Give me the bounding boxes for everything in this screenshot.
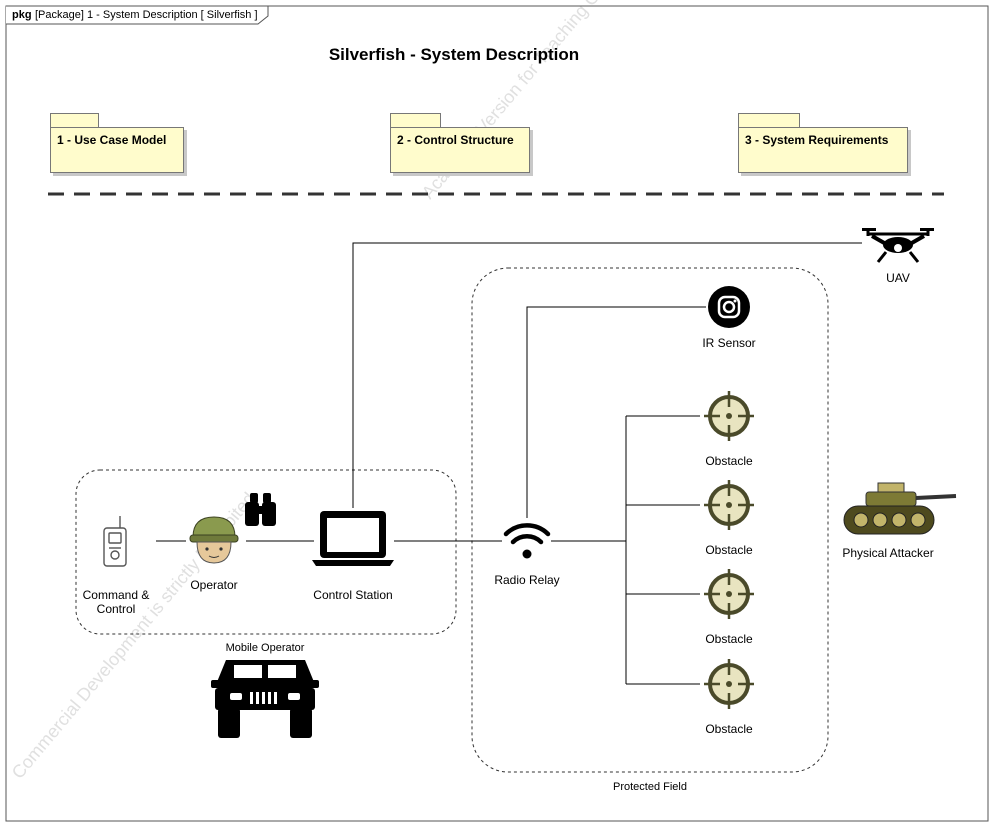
binoculars-icon xyxy=(245,493,276,526)
package-name: 1 - Use Case Model xyxy=(57,133,167,147)
link-relay-ir xyxy=(526,306,706,518)
uav-label: UAV xyxy=(886,271,910,285)
protected-field-boundary xyxy=(471,267,829,773)
connectors xyxy=(156,242,862,685)
walkie-talkie-icon xyxy=(103,516,127,567)
mobile-operator-boundary xyxy=(75,469,457,635)
frame-border xyxy=(5,5,989,822)
command-control-label-line1: Command & xyxy=(83,588,150,602)
target-icon-1 xyxy=(704,391,754,441)
physical-attacker-label: Physical Attacker xyxy=(842,546,933,560)
package-tab xyxy=(738,113,800,128)
package-tab xyxy=(50,113,99,128)
tank-icon xyxy=(843,482,957,535)
protected-field-label: Protected Field xyxy=(613,781,687,793)
target-icon-2 xyxy=(704,480,754,530)
link-station-uav xyxy=(352,242,862,508)
operator-label: Operator xyxy=(190,578,237,592)
obstacle-icons xyxy=(704,391,754,709)
radio-relay-label: Radio Relay xyxy=(494,573,559,587)
vehicle-icon xyxy=(211,660,319,738)
package-body: 2 - Control Structure xyxy=(390,127,530,173)
obstacle-label-2: Obstacle xyxy=(705,543,753,557)
package-body: 3 - System Requirements xyxy=(738,127,908,173)
obstacle-label-3: Obstacle xyxy=(705,632,753,646)
wifi-icon xyxy=(503,523,551,559)
package-body: 1 - Use Case Model xyxy=(50,127,184,173)
target-icon-4 xyxy=(704,659,754,709)
frame-header-tab xyxy=(6,5,269,25)
package-tab xyxy=(390,113,441,128)
frame-keyword: pkg xyxy=(12,9,32,21)
target-icon-3 xyxy=(704,569,754,619)
package-name: 2 - Control Structure xyxy=(397,133,514,147)
mobile-operator-label: Mobile Operator xyxy=(226,642,305,654)
laptop-icon xyxy=(312,511,394,566)
ir-sensor-label: IR Sensor xyxy=(702,336,755,350)
obstacle-label-1: Obstacle xyxy=(705,454,753,468)
drone-icon xyxy=(862,228,934,263)
camera-icon xyxy=(708,286,750,328)
soldier-icon xyxy=(189,516,239,564)
diagram-title: Silverfish - System Description xyxy=(329,45,579,64)
control-station-label: Control Station xyxy=(313,588,392,602)
package-name: 3 - System Requirements xyxy=(745,133,889,147)
command-control-label-line2: Control xyxy=(97,602,136,616)
obstacle-label-4: Obstacle xyxy=(705,722,753,736)
frame-header: [Package] 1 - System Description [ Silve… xyxy=(35,9,258,21)
